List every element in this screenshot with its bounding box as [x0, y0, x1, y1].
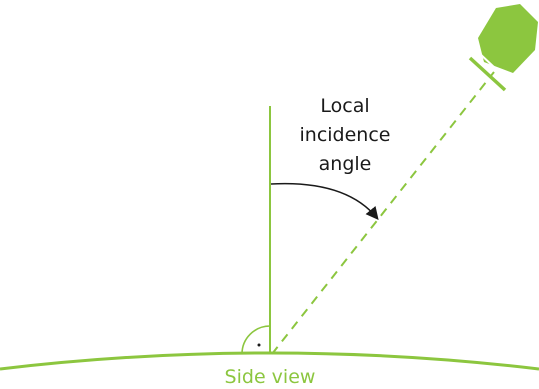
angle-label-line-1: Local: [320, 95, 370, 117]
incidence-angle-arrow: [270, 182, 379, 220]
hexagon-satellite-icon: [468, 4, 538, 92]
angle-label-line-3: angle: [318, 153, 372, 175]
right-angle-marker-icon: [241, 325, 271, 355]
side-view-label: Side view: [224, 366, 316, 388]
line-of-sight-dashed: [271, 71, 495, 355]
angle-label-line-2: incidence: [299, 124, 391, 146]
incidence-angle-label: Local incidence angle: [270, 92, 420, 179]
